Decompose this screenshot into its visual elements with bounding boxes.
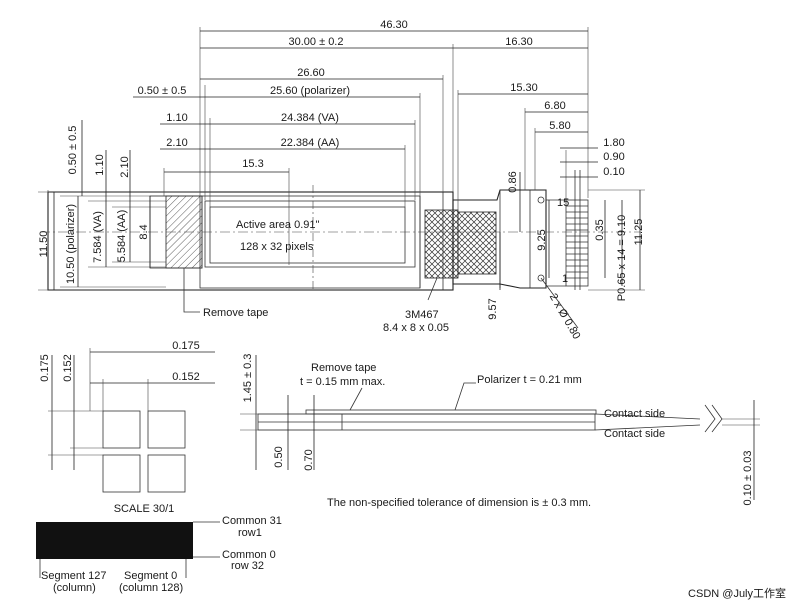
- segment-0-sub-label: (column 128): [119, 582, 183, 594]
- fpc-outline: [452, 189, 547, 289]
- dim-side-total: 0.70: [303, 449, 315, 470]
- polarizer-thickness-label: Polarizer t = 0.21 mm: [477, 374, 582, 386]
- fpc-pins: [565, 170, 589, 290]
- dim-side-height: 1.45 ± 0.3: [242, 354, 254, 403]
- orientation-map: Common 31 row1 Common 0 row 32 Segment 1…: [36, 515, 282, 594]
- dim-fpc-length: 16.30: [505, 36, 533, 48]
- fpc-hole-top: [537, 196, 545, 204]
- tape-part-label: 3M467: [405, 309, 439, 321]
- dim-pin-b: 0.90: [603, 151, 624, 163]
- dim-fpc-b: 5.80: [549, 120, 570, 132]
- dim-pixel-size-a: 0.152: [172, 371, 200, 383]
- viewing-area-outline: [204, 200, 416, 268]
- dim-height-tape: 8.4: [138, 224, 150, 239]
- common-0-label: Common 0: [222, 549, 276, 561]
- remove-tape-label: Remove tape: [203, 307, 268, 319]
- dim-va-width: 24.384 (VA): [281, 112, 339, 124]
- dim-top-va-offset: 1.10: [94, 154, 106, 175]
- pin-1-label: 1: [562, 273, 568, 285]
- common-31-label: Common 31: [222, 515, 282, 527]
- segment-127-sub-label: (column): [53, 582, 96, 594]
- dim-fpc-a: 6.80: [544, 100, 565, 112]
- dim-fpc-total-h: 11.25: [633, 219, 645, 246]
- side-view: 1.45 ± 0.3 0.50 0.70 0.10 ± 0.03 Remove …: [240, 354, 760, 509]
- dim-pin-c: 0.10: [603, 166, 624, 178]
- dim-polarizer-offset: 0.50 ± 0.5: [138, 85, 187, 97]
- active-area-label: Active area 0.91": [236, 219, 319, 231]
- dim-pin-span: P0.65 x 14 = 9.10: [616, 215, 628, 302]
- dim-height-polarizer: 10.50 (polarizer): [65, 204, 77, 284]
- pin-15-label: 15: [557, 197, 569, 209]
- dim-pin-a: 1.80: [603, 137, 624, 149]
- tape-thickness-label: t = 0.15 mm max.: [300, 376, 385, 388]
- dim-fpc-bottom: 9.57: [487, 298, 499, 319]
- dim-glass-width: 30.00 ± 0.2: [289, 36, 344, 48]
- dim-fpc-pitch: 0.35: [594, 219, 606, 240]
- dim-aa-width: 22.384 (AA): [281, 137, 340, 149]
- remove-tape-side-label: Remove tape: [311, 362, 376, 374]
- dim-overall-width: 46.30: [380, 19, 408, 31]
- side-fpc: [594, 413, 701, 431]
- pixel-3: [102, 454, 141, 493]
- side-fpc-bend-bottom: [711, 404, 723, 433]
- contact-side-label-1: Contact side: [604, 408, 665, 420]
- dim-pixel-pitch-a: 0.175: [172, 340, 200, 352]
- dim-polarizer-outer: 26.60: [297, 67, 325, 79]
- resolution-label: 128 x 32 pixels: [240, 241, 314, 253]
- dim-top-aa-offset: 2.10: [119, 156, 131, 177]
- dim-height-va: 7.584 (VA): [92, 211, 104, 263]
- active-area-outline: [209, 206, 406, 264]
- pixel-detail: 0.175 0.152 0.175 0.152 SCALE 30/1: [39, 340, 215, 515]
- row-32-label: row 32: [231, 560, 264, 572]
- dim-hole-dia: 2 x Ø 0.80: [547, 292, 583, 342]
- tolerance-note: The non-specified tolerance of dimension…: [327, 497, 591, 509]
- dim-pixel-pitch-b: 0.175: [39, 354, 51, 382]
- contact-side-label-2: Contact side: [604, 428, 665, 440]
- scale-label: SCALE 30/1: [114, 503, 175, 515]
- dim-height-aa: 5.584 (AA): [116, 210, 128, 263]
- fpc-hole-bottom: [537, 274, 545, 282]
- display-block: [36, 522, 193, 559]
- side-fpc-bend-top: [704, 404, 716, 433]
- side-polarizer: [305, 409, 597, 415]
- dim-pixel-size-b: 0.152: [62, 354, 74, 382]
- dim-va-offset: 1.10: [166, 112, 187, 124]
- dim-fpc-inner: 15.30: [510, 82, 538, 94]
- top-dimensions: 46.30 30.00 ± 0.2 16.30 26.60 15.30 0.50…: [133, 19, 625, 265]
- dim-polarizer-width: 25.60 (polarizer): [270, 85, 350, 97]
- row-1-label: row1: [238, 527, 262, 539]
- tape-size-label: 8.4 x 8 x 0.05: [383, 322, 449, 334]
- watermark: CSDN @July工作室: [688, 586, 786, 600]
- pixel-4: [147, 454, 186, 493]
- dim-aa-offset: 2.10: [166, 137, 187, 149]
- segment-127-label: Segment 127: [41, 570, 106, 582]
- dim-side-glass: 0.50: [273, 446, 285, 467]
- pixel-2: [147, 410, 186, 449]
- segment-0-label: Segment 0: [124, 570, 177, 582]
- module-top-view: [40, 170, 640, 292]
- left-dimensions: 11.50 10.50 (polarizer) 7.584 (VA) 5.584…: [38, 120, 200, 291]
- dim-fpc-hole: 0.86: [507, 171, 519, 192]
- dim-fpc-thickness: 0.10 ± 0.03: [742, 451, 754, 506]
- dim-top-polarizer-offset: 0.50 ± 0.5: [67, 126, 79, 175]
- dim-fpc-height: 9.25: [536, 229, 548, 250]
- pixel-1: [102, 410, 141, 449]
- fpc-stiffener: [457, 211, 497, 275]
- dim-height-total: 11.50: [38, 231, 50, 258]
- dim-tape-length: 15.3: [242, 158, 263, 170]
